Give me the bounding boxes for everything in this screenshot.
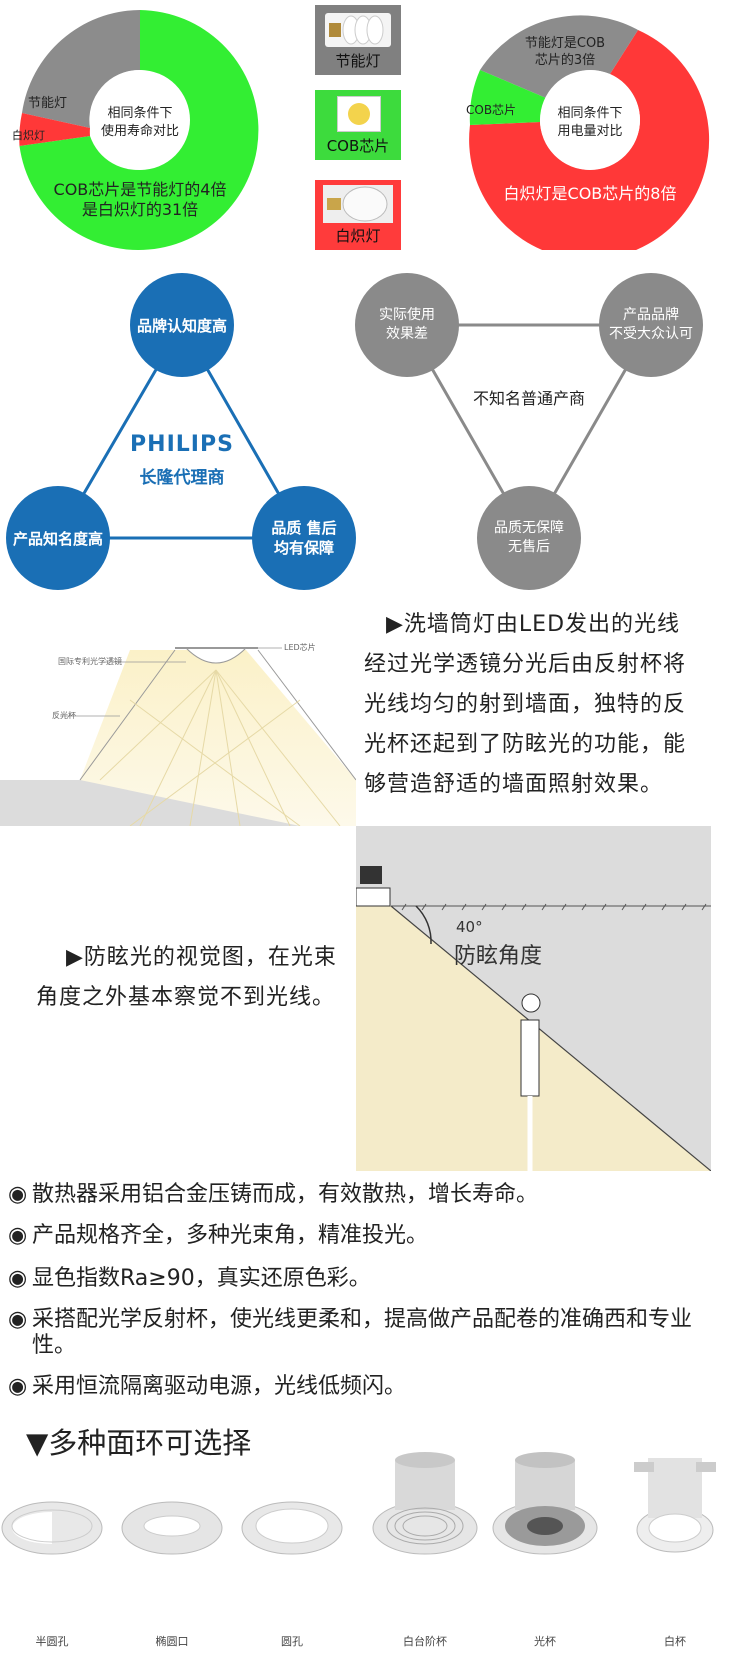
antiglare-diagram: 40° 防眩角度 (355, 826, 712, 1172)
power-center-label: 相同条件下 用电量对比 (557, 106, 623, 139)
cob-chip-icon (337, 96, 381, 132)
optics-description: ▶洗墙筒灯由LED发出的光线经过光学透镜分光后由反射杯将光线均匀的射到墙面，独特… (364, 612, 687, 797)
legend-incandescent-label: 白炽灯 (335, 227, 381, 245)
generic-triangle: 实际使用 效果差 产品品牌 不受大众认可 品质无保障 无售后 不知名普通产商 (355, 270, 750, 590)
legend-cob: COB芯片 (315, 90, 401, 160)
reflector-label: 反光杯 (52, 711, 76, 720)
legend-cfl-label: 节能灯 (335, 52, 381, 70)
bullet-icon: ◉ (8, 1307, 28, 1332)
antiglare-description: ▶防眩光的视觉图，在光束角度之外基本察觉不到光线。 (36, 945, 337, 1010)
round-hole-trim[interactable] (240, 1478, 344, 1578)
lifespan-incandescent-slice (19, 113, 90, 146)
trim-label-reflector: 光杯 (534, 1635, 556, 1648)
bullet-icon: ◉ (8, 1266, 28, 1291)
lifespan-result: COB芯片是节能灯的4倍 是白炽灯的31倍 (53, 180, 227, 219)
glare-angle: 40° (456, 918, 483, 936)
feature-item: ◉采搭配光学反射杯，使光线更柔和，提高做产品配卷的准确西和专业性。 (8, 1307, 693, 1358)
lifespan-cfl-label: 节能灯 (28, 96, 68, 111)
feature-item: ◉采用恒流隔离驱动电源，光线低频闪。 (8, 1374, 407, 1399)
power-cob-label: COB芯片 (466, 103, 517, 117)
feature-item: ◉显色指数Ra≥90，真实还原色彩。 (8, 1266, 371, 1291)
power-cfl-slice (480, 15, 638, 99)
bullet-icon: ◉ (8, 1223, 28, 1248)
power-result: 白炽灯是COB芯片的8倍 (503, 184, 677, 203)
trim-label-half-hole: 半圆孔 (35, 1635, 69, 1648)
trim-label-white-cup: 白杯 (664, 1635, 686, 1648)
generic-node-bottom: 品质无保障 无售后 (494, 520, 564, 555)
half-hole-trim[interactable] (0, 1478, 104, 1578)
trim-label-oval: 椭圆口 (155, 1635, 189, 1648)
trim-option-list: 半圆孔 椭圆口 圆孔 白台阶杯 光杯 白杯 (0, 1448, 750, 1654)
feature-item: ◉散热器采用铝合金压铸而成，有效散热，增长寿命。 (8, 1182, 539, 1207)
legend-cob-label: COB芯片 (326, 137, 390, 155)
lifespan-center-label: 相同条件下 使用寿命对比 (100, 106, 179, 139)
lifespan-donut-chart: 相同条件下 使用寿命对比 节能灯 白炽灯 COB芯片是节能灯的4倍 是白炽灯的3… (10, 0, 270, 250)
dealer-label: 长隆代理商 (139, 468, 225, 488)
power-donut-chart: 相同条件下 用电量对比 节能灯是COB 芯片的3倍 COB芯片 白炽灯是COB芯… (460, 0, 720, 260)
optical-lens-label: 国际专利光学透镜 (58, 657, 122, 666)
reflector-trim[interactable] (490, 1448, 600, 1578)
philips-logo: PHILIPS (130, 432, 234, 457)
trim-label-round-hole: 圆孔 (281, 1635, 303, 1648)
bullet-icon: ◉ (8, 1182, 28, 1207)
legend-cfl: 节能灯 (315, 5, 401, 75)
lifespan-cfl-slice (22, 10, 140, 128)
legend-incandescent: 白炽灯 (315, 180, 401, 250)
generic-node-left: 实际使用 效果差 (379, 307, 435, 342)
brand-node-right: 品质 售后 均有保障 (271, 519, 337, 557)
cfl-bulb-icon (325, 13, 391, 47)
trim-label-white-step: 白台阶杯 (403, 1635, 447, 1648)
feature-item: ◉产品规格齐全，多种光束角，精准投光。 (8, 1223, 429, 1248)
lifespan-cob-slice (19, 10, 259, 250)
generic-node-right: 产品品牌 不受大众认可 (609, 307, 693, 342)
oval-trim[interactable] (120, 1478, 224, 1578)
incandescent-bulb-icon (323, 185, 393, 223)
power-cob-slice (469, 70, 546, 125)
optics-diagram: LED芯片 国际专利光学透镜 反光杯 (0, 630, 357, 827)
bullet-icon: ◉ (8, 1374, 28, 1399)
trim-section-title: ▼多种面环可选择 (26, 1426, 252, 1460)
power-incandescent-slice (469, 30, 710, 260)
brand-node-left: 产品知名度高 (12, 530, 103, 548)
brand-triangle: 品牌认知度高 产品知名度高 品质 售后 均有保障 PHILIPS 长隆代理商 (0, 270, 360, 590)
white-cup-trim[interactable] (620, 1448, 730, 1578)
lifespan-incandescent-label: 白炽灯 (12, 129, 45, 142)
led-chip-label: LED芯片 (284, 643, 316, 652)
power-cfl-label: 节能灯是COB 芯片的3倍 (524, 36, 606, 68)
glare-angle-label: 防眩角度 (454, 944, 543, 969)
brand-node-top: 品牌认知度高 (136, 317, 227, 335)
white-step-trim[interactable] (370, 1448, 480, 1578)
generic-center-label: 不知名普通产商 (472, 389, 585, 408)
